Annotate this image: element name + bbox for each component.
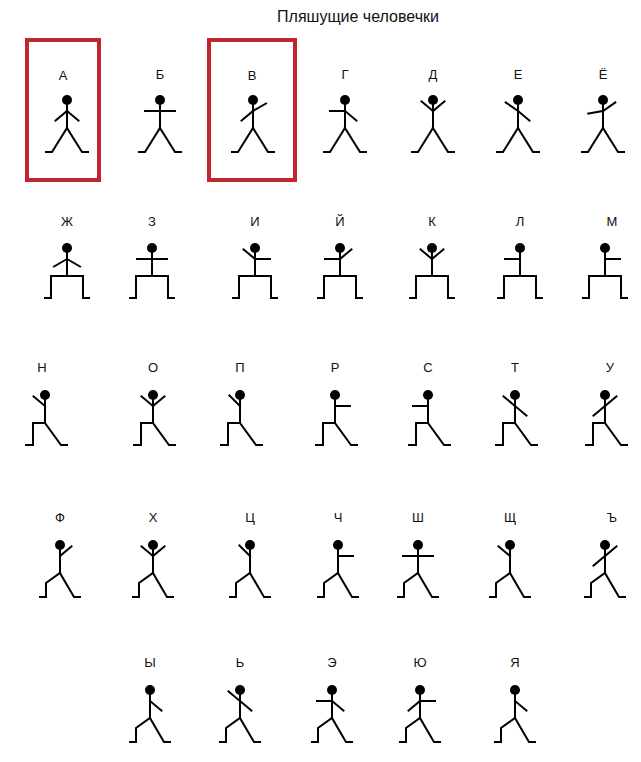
dancing-man bbox=[134, 390, 175, 445]
dancing-man bbox=[585, 540, 625, 597]
dancing-man bbox=[495, 685, 535, 742]
letter-label: Р bbox=[331, 360, 340, 376]
dancing-man bbox=[409, 390, 450, 445]
dancing-man bbox=[318, 243, 362, 298]
dancing-man bbox=[221, 390, 262, 445]
letter-label: У bbox=[606, 360, 614, 376]
letter-label: Й bbox=[335, 214, 344, 230]
dancing-man bbox=[312, 685, 352, 742]
dancing-man bbox=[40, 540, 80, 597]
dancing-man bbox=[220, 685, 260, 742]
letter-label: Ц bbox=[245, 510, 255, 526]
dancing-man bbox=[230, 540, 270, 597]
dancing-man bbox=[130, 685, 170, 742]
letter-label: Л bbox=[516, 214, 525, 230]
letter-label: Ъ bbox=[607, 510, 617, 526]
letter-label: О bbox=[148, 360, 158, 376]
letter-label: Э bbox=[327, 655, 336, 671]
letter-label: Ф bbox=[55, 510, 65, 526]
dancing-man bbox=[583, 243, 627, 298]
dancing-man bbox=[133, 540, 173, 597]
letter-label: Х bbox=[149, 510, 158, 526]
letter-label: Я bbox=[510, 655, 519, 671]
dancing-man bbox=[496, 390, 537, 445]
dancing-man bbox=[233, 243, 277, 298]
letter-label: Т bbox=[511, 360, 519, 376]
dancing-man bbox=[318, 540, 358, 597]
dancing-man bbox=[398, 540, 438, 597]
highlight-box: А bbox=[25, 38, 101, 182]
dancing-man bbox=[400, 685, 440, 742]
dancing-man bbox=[316, 390, 357, 445]
letter-label: Ж bbox=[61, 214, 73, 230]
dancing-man bbox=[410, 243, 454, 298]
dancing-man bbox=[497, 95, 539, 152]
letter-label: Щ bbox=[504, 510, 516, 526]
dancing-man bbox=[130, 243, 174, 298]
letter-label: Ш bbox=[412, 510, 424, 526]
letter-label: Ы bbox=[144, 655, 156, 671]
dancing-man bbox=[490, 540, 530, 597]
dancing-man bbox=[45, 243, 89, 298]
letter-label: М bbox=[607, 214, 618, 230]
letter-label: П bbox=[235, 360, 244, 376]
dancing-man bbox=[582, 95, 624, 152]
dancing-man bbox=[498, 243, 542, 298]
dancing-man bbox=[46, 95, 88, 152]
dancing-man bbox=[232, 95, 274, 152]
letter-label: Б bbox=[156, 67, 165, 83]
letter-label: Ь bbox=[236, 655, 245, 671]
letter-label: Ю bbox=[413, 655, 426, 671]
letter-label: З bbox=[148, 214, 156, 230]
letter-label: Н bbox=[37, 360, 46, 376]
highlight-box: В bbox=[207, 38, 297, 182]
dancing-man bbox=[26, 390, 67, 445]
letter-label: Е bbox=[514, 67, 523, 83]
letter-label: Д bbox=[429, 67, 438, 83]
dancing-man bbox=[586, 390, 627, 445]
letter-label: Ё bbox=[599, 67, 608, 83]
letter-label: В bbox=[211, 68, 293, 84]
letter-label: А bbox=[29, 68, 97, 84]
letter-label: К bbox=[428, 214, 436, 230]
letter-label: С bbox=[423, 360, 432, 376]
letter-label: Ч bbox=[334, 510, 343, 526]
letter-label: И bbox=[250, 214, 259, 230]
chart-title: Пляшущие человечки bbox=[277, 8, 439, 26]
dancing-man bbox=[139, 95, 181, 152]
letter-label: Г bbox=[341, 67, 348, 83]
dancing-man bbox=[412, 95, 454, 152]
dancing-man bbox=[324, 95, 366, 152]
